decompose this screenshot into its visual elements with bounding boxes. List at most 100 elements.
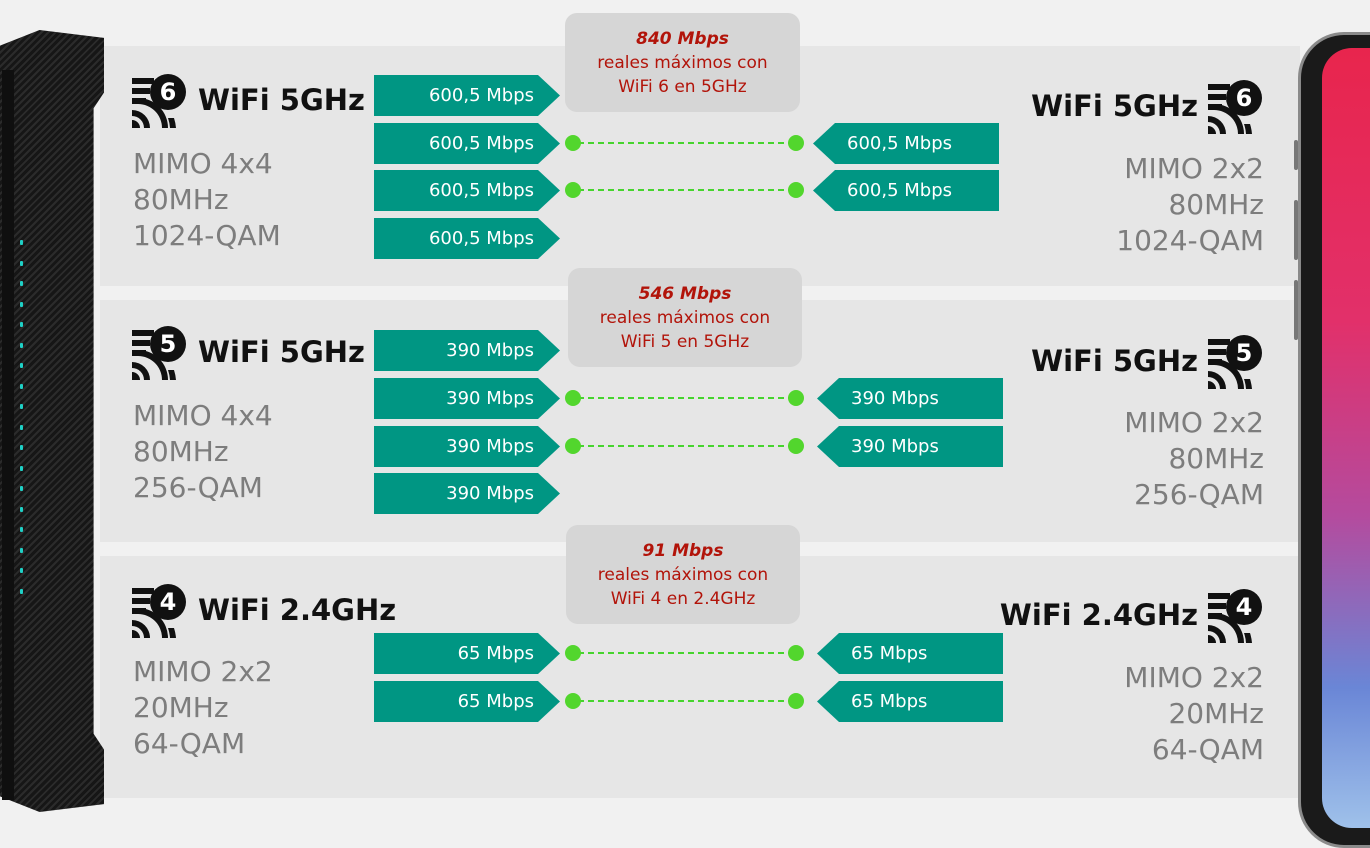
stream-link-line xyxy=(578,189,794,191)
stream-link-dot xyxy=(565,390,581,406)
router-led xyxy=(20,404,23,409)
callout-line: WiFi 4 en 2.4GHz xyxy=(610,589,756,609)
router-device-image xyxy=(0,30,104,812)
router-led xyxy=(20,445,23,450)
client-wifi5-heading: WiFi 5GHz 5 xyxy=(1000,331,1266,391)
client-wifi6-heading: WiFi 5GHz 6 xyxy=(1000,76,1266,136)
stream-link-dot xyxy=(565,693,581,709)
router-led xyxy=(20,342,23,348)
router-led xyxy=(20,281,23,286)
speed-callout-wifi5: 546 Mbps reales máximos con WiFi 5 en 5G… xyxy=(568,268,802,367)
svg-text:5: 5 xyxy=(1236,339,1253,367)
phone-side-button xyxy=(1294,280,1298,340)
client-wifi6-specs: MIMO 2x2 80MHz 1024-QAM xyxy=(1000,151,1264,259)
svg-text:4: 4 xyxy=(1236,593,1253,621)
client-band-title: WiFi 5GHz xyxy=(1031,89,1198,123)
spec-bandwidth: 80MHz xyxy=(1168,188,1264,221)
phone-side-button xyxy=(1294,200,1298,260)
stream-link-dot xyxy=(788,438,804,454)
spec-mimo: MIMO 4x4 xyxy=(133,399,273,432)
client-wifi5-specs: MIMO 2x2 80MHz 256-QAM xyxy=(1000,405,1264,513)
router-led xyxy=(20,486,23,491)
router-band-title: WiFi 5GHz xyxy=(198,335,365,369)
callout-line: reales máximos con xyxy=(597,53,768,73)
router-stream-arrow: 390 Mbps xyxy=(374,330,560,371)
router-stream-arrow: 65 Mbps xyxy=(374,681,560,722)
client-stream-arrow: 390 Mbps xyxy=(817,426,1003,467)
router-led xyxy=(20,465,23,471)
router-band-title: WiFi 2.4GHz xyxy=(198,593,397,627)
stream-link-line xyxy=(578,700,794,702)
callout-line: WiFi 5 en 5GHz xyxy=(620,332,750,352)
stream-link-dot xyxy=(788,135,804,151)
router-led xyxy=(20,260,23,266)
router-stream-arrow: 600,5 Mbps xyxy=(374,218,560,259)
router-stream-arrow: 600,5 Mbps xyxy=(374,123,560,164)
phone-side-button xyxy=(1294,140,1298,170)
router-led xyxy=(20,322,23,327)
stream-link-dot xyxy=(565,645,581,661)
stream-link-dot xyxy=(565,135,581,151)
router-led xyxy=(20,506,23,512)
client-band-title: WiFi 5GHz xyxy=(1031,344,1198,378)
router-wifi5-heading: 5 WiFi 5GHz xyxy=(130,322,373,382)
svg-text:6: 6 xyxy=(160,78,177,106)
router-wifi5-specs: MIMO 4x4 80MHz 256-QAM xyxy=(133,398,273,506)
router-stream-arrow: 390 Mbps xyxy=(374,426,560,467)
callout-speed: 91 Mbps xyxy=(642,541,724,561)
spec-qam: 256-QAM xyxy=(133,471,263,504)
router-stream-arrow: 65 Mbps xyxy=(374,633,560,674)
router-stream-arrow: 600,5 Mbps xyxy=(374,170,560,211)
router-led xyxy=(20,588,23,594)
wifi-6-icon: 6 xyxy=(132,74,186,128)
router-led xyxy=(20,527,23,532)
router-wifi4-specs: MIMO 2x2 20MHz 64-QAM xyxy=(133,654,273,762)
spec-bandwidth: 20MHz xyxy=(133,691,229,724)
svg-text:5: 5 xyxy=(160,330,177,358)
stream-link-dot xyxy=(788,693,804,709)
client-band-title: WiFi 2.4GHz xyxy=(999,598,1198,632)
router-wifi4-heading: 4 WiFi 2.4GHz xyxy=(130,580,404,640)
router-led xyxy=(20,568,23,573)
spec-bandwidth: 80MHz xyxy=(133,183,229,216)
spec-qam: 256-QAM xyxy=(1134,478,1264,511)
router-edge xyxy=(2,70,14,800)
stream-link-dot xyxy=(788,390,804,406)
spec-mimo: MIMO 2x2 xyxy=(133,655,273,688)
spec-bandwidth: 80MHz xyxy=(133,435,229,468)
spec-qam: 64-QAM xyxy=(1151,733,1264,766)
wifi-4-icon: 4 xyxy=(132,584,186,638)
wifi-6-icon: 6 xyxy=(1208,80,1262,134)
spec-mimo: MIMO 2x2 xyxy=(1124,406,1264,439)
svg-text:4: 4 xyxy=(160,588,177,616)
router-stream-arrow: 390 Mbps xyxy=(374,473,560,514)
spec-qam: 64-QAM xyxy=(133,727,246,760)
wifi-4-icon: 4 xyxy=(1208,589,1262,643)
router-led xyxy=(20,363,23,368)
spec-bandwidth: 80MHz xyxy=(1168,442,1264,475)
router-led xyxy=(20,383,23,389)
stream-link-line xyxy=(578,397,794,399)
smartphone-screen xyxy=(1322,48,1370,828)
router-led xyxy=(20,240,23,245)
stream-link-dot xyxy=(565,182,581,198)
client-wifi4-specs: MIMO 2x2 20MHz 64-QAM xyxy=(1000,660,1264,768)
callout-speed: 840 Mbps xyxy=(636,29,729,49)
router-band-title: WiFi 5GHz xyxy=(198,83,365,117)
client-stream-arrow: 600,5 Mbps xyxy=(813,123,999,164)
stream-link-line xyxy=(578,652,794,654)
callout-line: reales máximos con xyxy=(597,565,769,585)
stream-link-line xyxy=(578,445,794,447)
spec-bandwidth: 20MHz xyxy=(1168,697,1264,730)
wifi-5-icon: 5 xyxy=(1208,335,1262,389)
spec-mimo: MIMO 2x2 xyxy=(1124,661,1264,694)
stream-link-dot xyxy=(788,182,804,198)
router-stream-arrow: 390 Mbps xyxy=(374,378,560,419)
callout-line: WiFi 6 en 5GHz xyxy=(618,77,747,97)
stream-link-dot xyxy=(565,438,581,454)
router-led xyxy=(20,547,23,553)
client-stream-arrow: 65 Mbps xyxy=(817,633,1003,674)
spec-qam: 1024-QAM xyxy=(1116,224,1264,257)
speed-callout-wifi6: 840 Mbps reales máximos con WiFi 6 en 5G… xyxy=(565,13,800,112)
router-led xyxy=(20,424,23,430)
